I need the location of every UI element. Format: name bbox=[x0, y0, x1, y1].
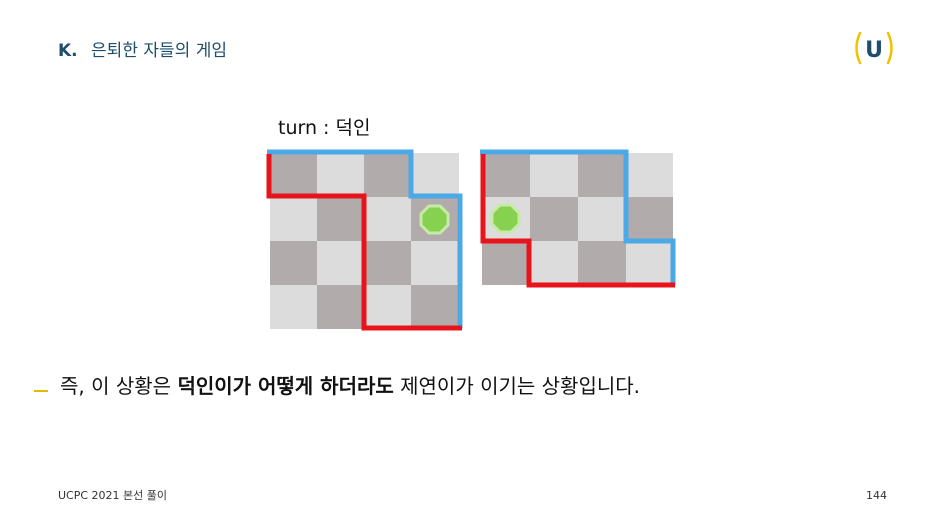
game-boards bbox=[266, 149, 676, 331]
conclusion-text: 즉, 이 상황은 덕인이가 어떻게 하더라도 제연이가 이기는 상황입니다. bbox=[60, 370, 640, 399]
left-blue-path bbox=[267, 149, 463, 328]
left-piece bbox=[419, 204, 450, 235]
problem-letter: K. bbox=[58, 41, 78, 61]
slide-title: K. 은퇴한 자들의 게임 bbox=[58, 36, 227, 61]
ucpc-logo: U bbox=[855, 31, 893, 65]
conclusion-part2: 제연이가 이기는 상황입니다. bbox=[393, 374, 640, 398]
left-red-path bbox=[266, 154, 462, 331]
problem-title: 은퇴한 자들의 게임 bbox=[91, 41, 227, 61]
right-board bbox=[480, 149, 676, 288]
left-board bbox=[266, 149, 463, 331]
bullet-marker bbox=[34, 390, 48, 392]
turn-label: turn : 덕인 bbox=[278, 117, 371, 139]
page-number: 144 bbox=[866, 489, 887, 502]
right-blue-path bbox=[480, 149, 676, 285]
conclusion-bold: 덕인이가 어떻게 하더라도 bbox=[177, 374, 394, 398]
right-piece bbox=[490, 203, 521, 234]
footer-text: UCPC 2021 본선 풀이 bbox=[58, 489, 168, 502]
conclusion-part1: 즉, 이 상황은 bbox=[60, 374, 178, 398]
logo-letter: U bbox=[865, 38, 883, 63]
right-red-path bbox=[480, 154, 675, 288]
